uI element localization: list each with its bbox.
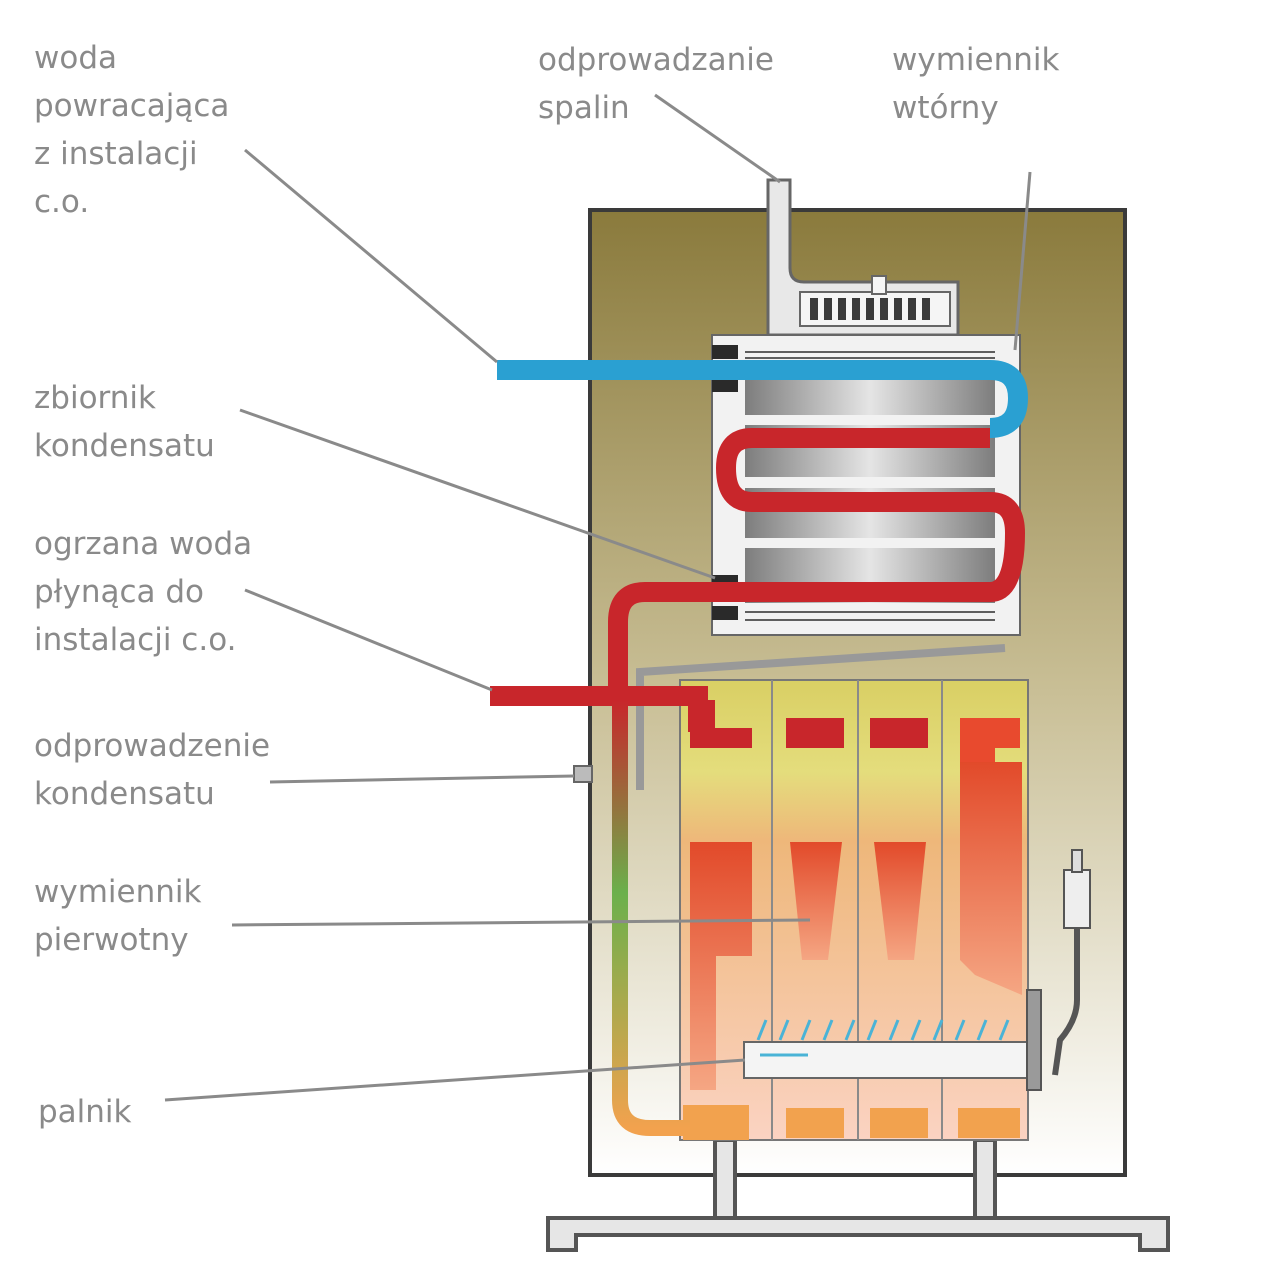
label-flue-gas: odprowadzanie spalin — [538, 42, 774, 126]
return-water-pipe — [497, 360, 1028, 438]
label-secondary-exchanger: wymiennik wtórny — [892, 42, 1060, 126]
condensate-tank — [636, 644, 1006, 790]
burner — [743, 989, 1042, 1091]
fan-grille — [799, 275, 951, 327]
leader-burner — [164, 1058, 746, 1102]
leader-condensate-tank — [239, 408, 716, 580]
leader-condensate-drain — [269, 774, 575, 784]
heated-water-pipe — [490, 686, 708, 732]
heating-coil — [608, 428, 1025, 700]
leader-return-water — [244, 148, 498, 364]
return-loop-pipe — [612, 700, 690, 1136]
label-burner: palnik — [38, 1094, 132, 1130]
leader-heated-water — [244, 588, 493, 692]
label-heated-water: ogrzana woda płynąca do instalacji c.o. — [34, 526, 253, 658]
boiler-stand — [546, 1138, 1170, 1252]
leader-flue-gas — [654, 93, 781, 184]
label-condensate-tank: zbiornik kondensatu — [34, 380, 215, 464]
leader-primary-exchanger — [231, 918, 811, 927]
leader-lines — [164, 93, 1032, 1102]
leader-secondary-exchanger — [1013, 171, 1032, 351]
condensate-drain — [573, 765, 593, 783]
label-primary-exchanger: wymiennik pierwotny — [34, 874, 202, 958]
label-return-water: woda powracająca z instalacji c.o. — [34, 40, 230, 220]
ignition-electrode — [1052, 849, 1091, 1076]
label-condensate-drain: odprowadzenie kondensatu — [34, 728, 271, 812]
